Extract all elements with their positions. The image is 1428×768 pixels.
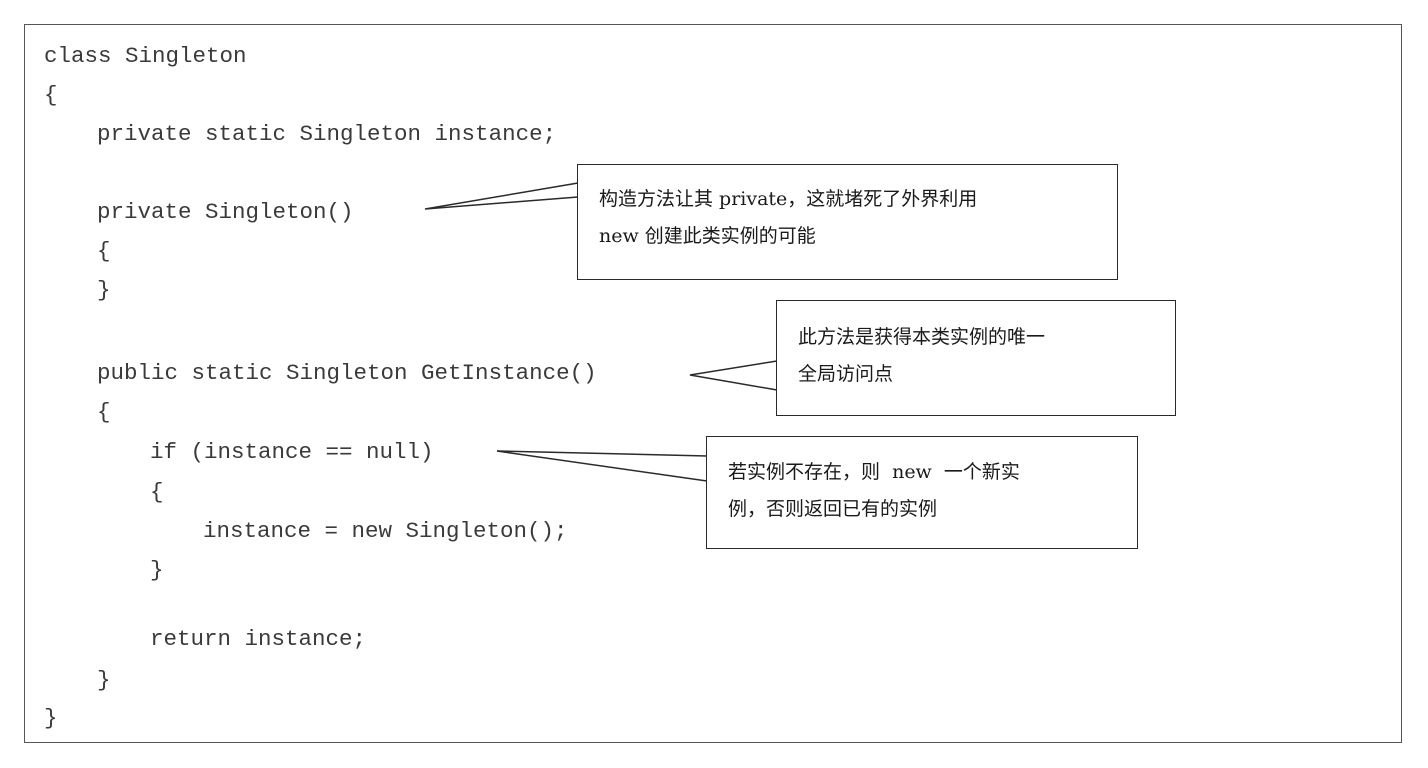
code-line-null-check: if (instance == null) (150, 439, 434, 465)
code-line-constructor-close-brace: } (97, 277, 111, 303)
code-line-method-open-brace: { (97, 399, 111, 425)
callout-global-access-point-line-1: 此方法是获得本类实例的唯一 (798, 326, 1046, 348)
callout-private-constructor-line-2: new 创建此类实例的可能 (599, 225, 816, 247)
code-line-if-close-brace: } (150, 557, 164, 583)
callout-private-constructor: 构造方法让其 private，这就堵死了外界利用 new 创建此类实例的可能 (577, 164, 1118, 280)
code-line-get-instance-method: public static Singleton GetInstance() (97, 360, 597, 386)
code-line-method-close-brace: } (97, 667, 111, 693)
code-line-instance-field: private static Singleton instance; (97, 121, 557, 147)
callout-global-access-point: 此方法是获得本类实例的唯一 全局访问点 (776, 300, 1176, 416)
code-line-return-statement: return instance; (150, 626, 367, 652)
code-line-class-declaration: class Singleton (44, 43, 247, 69)
callout-create-or-return-instance-line-2: 例，否则返回已有的实例 (728, 498, 938, 520)
code-line-instance-assignment: instance = new Singleton(); (203, 518, 568, 544)
callout-global-access-point-line-2: 全局访问点 (798, 363, 894, 385)
callout-private-constructor-line-1: 构造方法让其 private，这就堵死了外界利用 (599, 188, 978, 210)
code-line-if-open-brace: { (150, 479, 164, 505)
code-line-private-constructor: private Singleton() (97, 199, 354, 225)
code-line-class-open-brace: { (44, 82, 58, 108)
code-line-class-close-brace: } (44, 705, 58, 731)
code-line-constructor-open-brace: { (97, 238, 111, 264)
callout-create-or-return-instance-line-1: 若实例不存在，则 new 一个新实 (728, 461, 1020, 483)
callout-create-or-return-instance: 若实例不存在，则 new 一个新实 例，否则返回已有的实例 (706, 436, 1138, 549)
